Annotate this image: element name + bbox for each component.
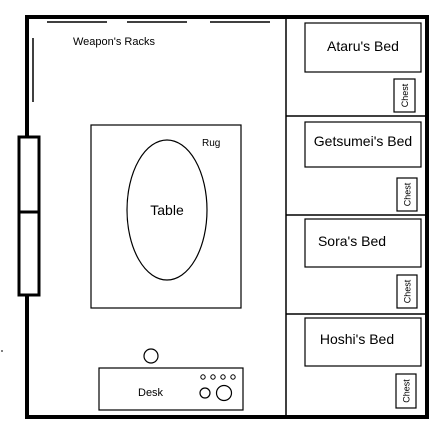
- weapon-racks: [32, 21, 270, 102]
- desk-label: Desk: [138, 387, 164, 399]
- chest-1-label: Chest: [400, 83, 410, 107]
- chest-3-box: [396, 274, 418, 309]
- rug-label: Rug: [202, 138, 220, 149]
- bed-3-frame: [304, 218, 422, 268]
- desk-outline: [98, 367, 244, 411]
- chest-3: Chest: [396, 274, 418, 309]
- chest-2-box: [396, 177, 418, 212]
- bed-2-frame: [304, 121, 422, 168]
- room-outer-wall: [25, 15, 429, 419]
- desk-items: [199, 374, 236, 402]
- chest-4-box: [395, 373, 417, 409]
- bed-2-label: Getsumei's Bed: [314, 133, 412, 149]
- chest-2: Chest: [396, 177, 418, 212]
- desk: Desk: [98, 367, 244, 411]
- chest-3-label: Chest: [403, 279, 413, 303]
- bed-3: Sora's Bed: [304, 218, 422, 268]
- chest-4-label: Chest: [402, 379, 412, 403]
- chest-4: Chest: [395, 373, 417, 409]
- chest-1: Chest: [393, 78, 416, 113]
- chest-1-box: [393, 78, 416, 113]
- bed-1-label: Ataru's Bed: [327, 38, 399, 54]
- table-outline: [126, 139, 208, 281]
- bed-2: Getsumei's Bed: [304, 121, 422, 168]
- bed-1-frame: [304, 22, 422, 73]
- rug: Rug: [90, 124, 242, 309]
- desk-chair: [143, 348, 159, 364]
- door: [17, 135, 41, 297]
- weapon-racks-label: Weapon's Racks: [73, 36, 155, 48]
- bed-cell-separators: [286, 115, 427, 315]
- rug-outline: [90, 124, 242, 309]
- table: Table: [126, 139, 208, 281]
- table-label: Table: [150, 202, 184, 218]
- chest-2-label: Chest: [403, 182, 413, 206]
- bed-4-frame: [304, 317, 422, 367]
- bed-4-label: Hoshi's Bed: [320, 331, 394, 347]
- bed-3-label: Sora's Bed: [318, 233, 386, 249]
- bed-1: Ataru's Bed: [304, 22, 422, 73]
- bed-4: Hoshi's Bed: [304, 317, 422, 367]
